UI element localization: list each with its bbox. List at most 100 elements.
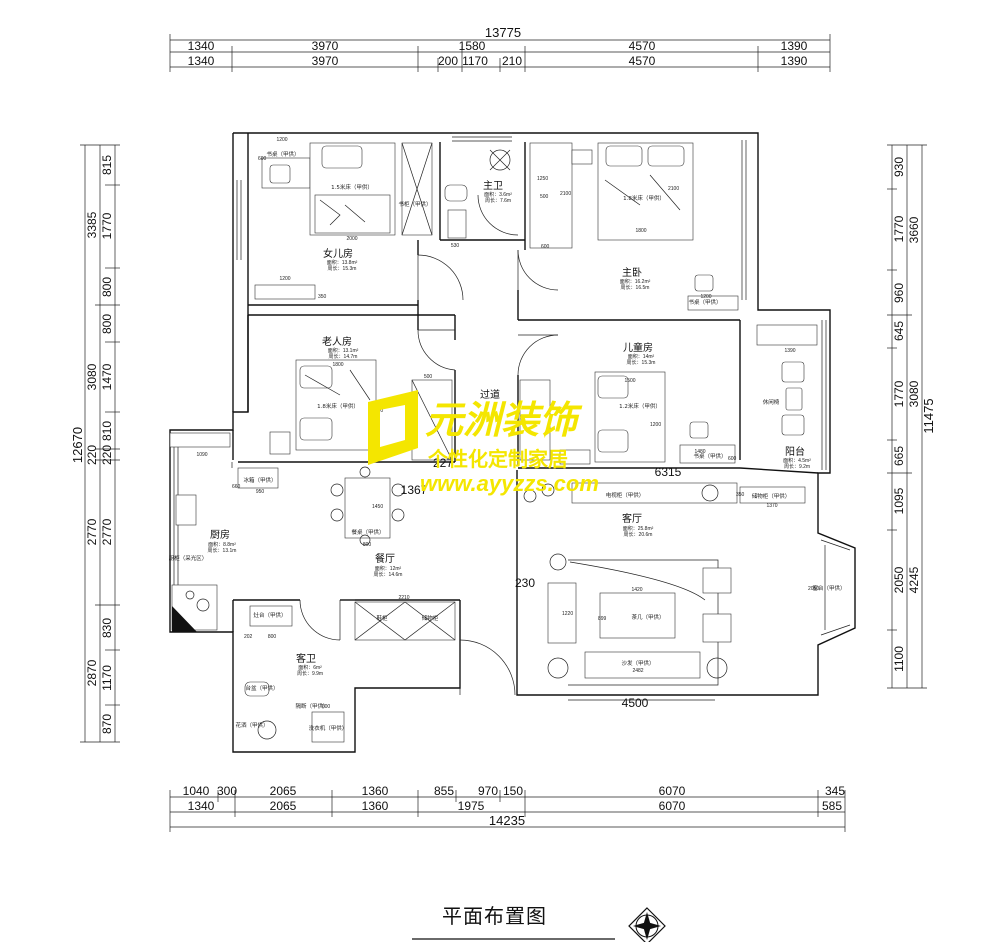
dim-bottom: 2065: [270, 784, 297, 798]
dim-bottom: 1360: [362, 799, 389, 813]
dim-top: 4570: [629, 39, 656, 53]
dim-top: 210: [502, 54, 522, 68]
watermark-brand: 元洲装饰: [425, 398, 583, 442]
room-area: 面积：6m²: [298, 664, 322, 671]
dim-bottom: 1975: [458, 799, 485, 813]
furniture-label: 鞋柜: [376, 614, 388, 622]
dim-bottom: 150: [503, 784, 523, 798]
dim-top: 1340: [188, 54, 215, 68]
dim-top: 1580: [459, 39, 486, 53]
dim-left: 1470: [100, 363, 114, 390]
furniture-dim: 899: [598, 616, 607, 622]
dim-left: 870: [100, 714, 114, 734]
bottom-dimensions: 1040 300 2065 1360 855 970 150 6070 345 …: [169, 784, 846, 832]
dim-right: 645: [892, 321, 906, 341]
furniture-label: 茶几（甲供）: [631, 613, 664, 621]
furniture-dim: 600: [728, 456, 737, 462]
dim-top: 4570: [629, 54, 656, 68]
dim-interior: 227: [433, 456, 453, 470]
dim-bottom: 6070: [659, 799, 686, 813]
dim-right: 960: [892, 283, 906, 303]
furniture-dim: 1370: [766, 503, 777, 509]
furniture-label: 书柜（甲供）: [398, 200, 431, 208]
furniture-label: 台盆（甲供）: [245, 684, 278, 692]
room-area: 面积：13.8m²: [327, 259, 358, 266]
dim-left: 3385: [85, 211, 99, 238]
furniture-dim: 2050: [808, 586, 819, 592]
furniture-dim: 600: [541, 244, 550, 250]
dim-left: 810: [100, 421, 114, 441]
furniture-label: 储物柜: [422, 614, 439, 622]
dim-top: 1340: [188, 39, 215, 53]
furniture-dim: 2100: [560, 191, 571, 197]
room-name-kitchen: 厨房: [210, 528, 230, 541]
furniture-dim: 350: [736, 492, 745, 498]
furniture-labels: 书桌（甲供） 1.5米床（甲供） 书柜（甲供） 1.8米床（甲供） 书桌（甲供）…: [169, 150, 846, 732]
dim-left: 815: [100, 155, 114, 175]
dim-bottom: 855: [434, 784, 454, 798]
room-area: 面积：16.2m²: [620, 278, 651, 285]
room-area: 面积：14m²: [628, 353, 655, 360]
furniture-label: 电视柜（甲供）: [606, 491, 645, 499]
furniture-label: 休闲椅: [763, 398, 780, 406]
furniture-dim: 530: [451, 243, 460, 249]
furniture-dim: 202: [244, 634, 253, 640]
dim-left: 800: [100, 277, 114, 297]
furniture-label: 1.8米床（甲供）: [623, 194, 665, 202]
watermark: 元洲装饰 个性化定制家居 www.ayyzzs.com: [368, 390, 599, 496]
furniture-label: 书桌（甲供）: [693, 452, 726, 460]
furniture-dim: 1390: [784, 348, 795, 354]
dim-left: 1770: [100, 212, 114, 239]
dim-top-total: 13775: [485, 25, 521, 40]
furniture-dim: 1250: [537, 176, 548, 182]
room-area: 面积：8.8m²: [208, 541, 236, 548]
furniture-dim: 660: [232, 484, 241, 490]
dim-top: 3970: [312, 54, 339, 68]
room-name-elder: 老人房: [322, 335, 352, 348]
dim-left: 800: [100, 314, 114, 334]
dim-interior: 6315: [655, 465, 682, 479]
dim-right: 2050: [892, 566, 906, 593]
furniture: [169, 142, 818, 743]
dim-bottom: 6070: [659, 784, 686, 798]
dim-top: 1390: [781, 54, 808, 68]
furniture-dim: 500: [424, 374, 433, 380]
dim-bottom: 1360: [362, 784, 389, 798]
dim-interior: 1367: [401, 483, 428, 497]
furniture-label: 餐桌（甲供）: [351, 528, 384, 536]
dim-top: 1170: [462, 54, 488, 68]
furniture-dim: 1200: [276, 137, 287, 143]
dim-bottom: 970: [478, 784, 498, 798]
furniture-label: 储物柜（甲供）: [752, 492, 791, 500]
furniture-dim: 1200: [650, 422, 661, 428]
furniture-label: 书桌（甲供）: [266, 150, 299, 158]
room-area: 面积：13.1m²: [328, 347, 359, 354]
walls: [169, 132, 856, 753]
dim-right: 4245: [907, 566, 921, 593]
dim-bottom: 345: [825, 784, 845, 798]
furniture-dim: 600: [258, 156, 267, 162]
dim-left: 220: [85, 445, 99, 465]
furniture-label: 1.2米床（甲供）: [619, 402, 661, 410]
north-arrow-icon: [628, 907, 666, 942]
dim-left: 220: [100, 445, 114, 465]
furniture-label: 厨柜（采光区）: [169, 554, 208, 562]
room-name-child: 儿童房: [623, 341, 653, 354]
furniture-label: 花洒（甲供）: [235, 721, 268, 729]
furniture-label: 灶台（甲供）: [253, 611, 286, 619]
dim-left-total: 12670: [70, 427, 85, 463]
furniture-label: 1.5米床（甲供）: [331, 183, 373, 191]
dim-right: 3660: [907, 216, 921, 243]
room-area: 面积：12m²: [375, 565, 402, 572]
room-perim: 周长：13.1m: [208, 547, 237, 554]
room-name-daughter: 女儿房: [323, 247, 353, 260]
dim-left: 2870: [85, 659, 99, 686]
furniture-dim: 2100: [668, 186, 679, 192]
furniture-dim: 1800: [635, 228, 646, 234]
furniture-dim: 500: [540, 194, 549, 200]
dim-bottom-total: 14235: [489, 813, 525, 828]
dim-top: 3970: [312, 39, 339, 53]
dim-left: 3080: [85, 363, 99, 390]
dim-left: 1170: [100, 665, 114, 691]
